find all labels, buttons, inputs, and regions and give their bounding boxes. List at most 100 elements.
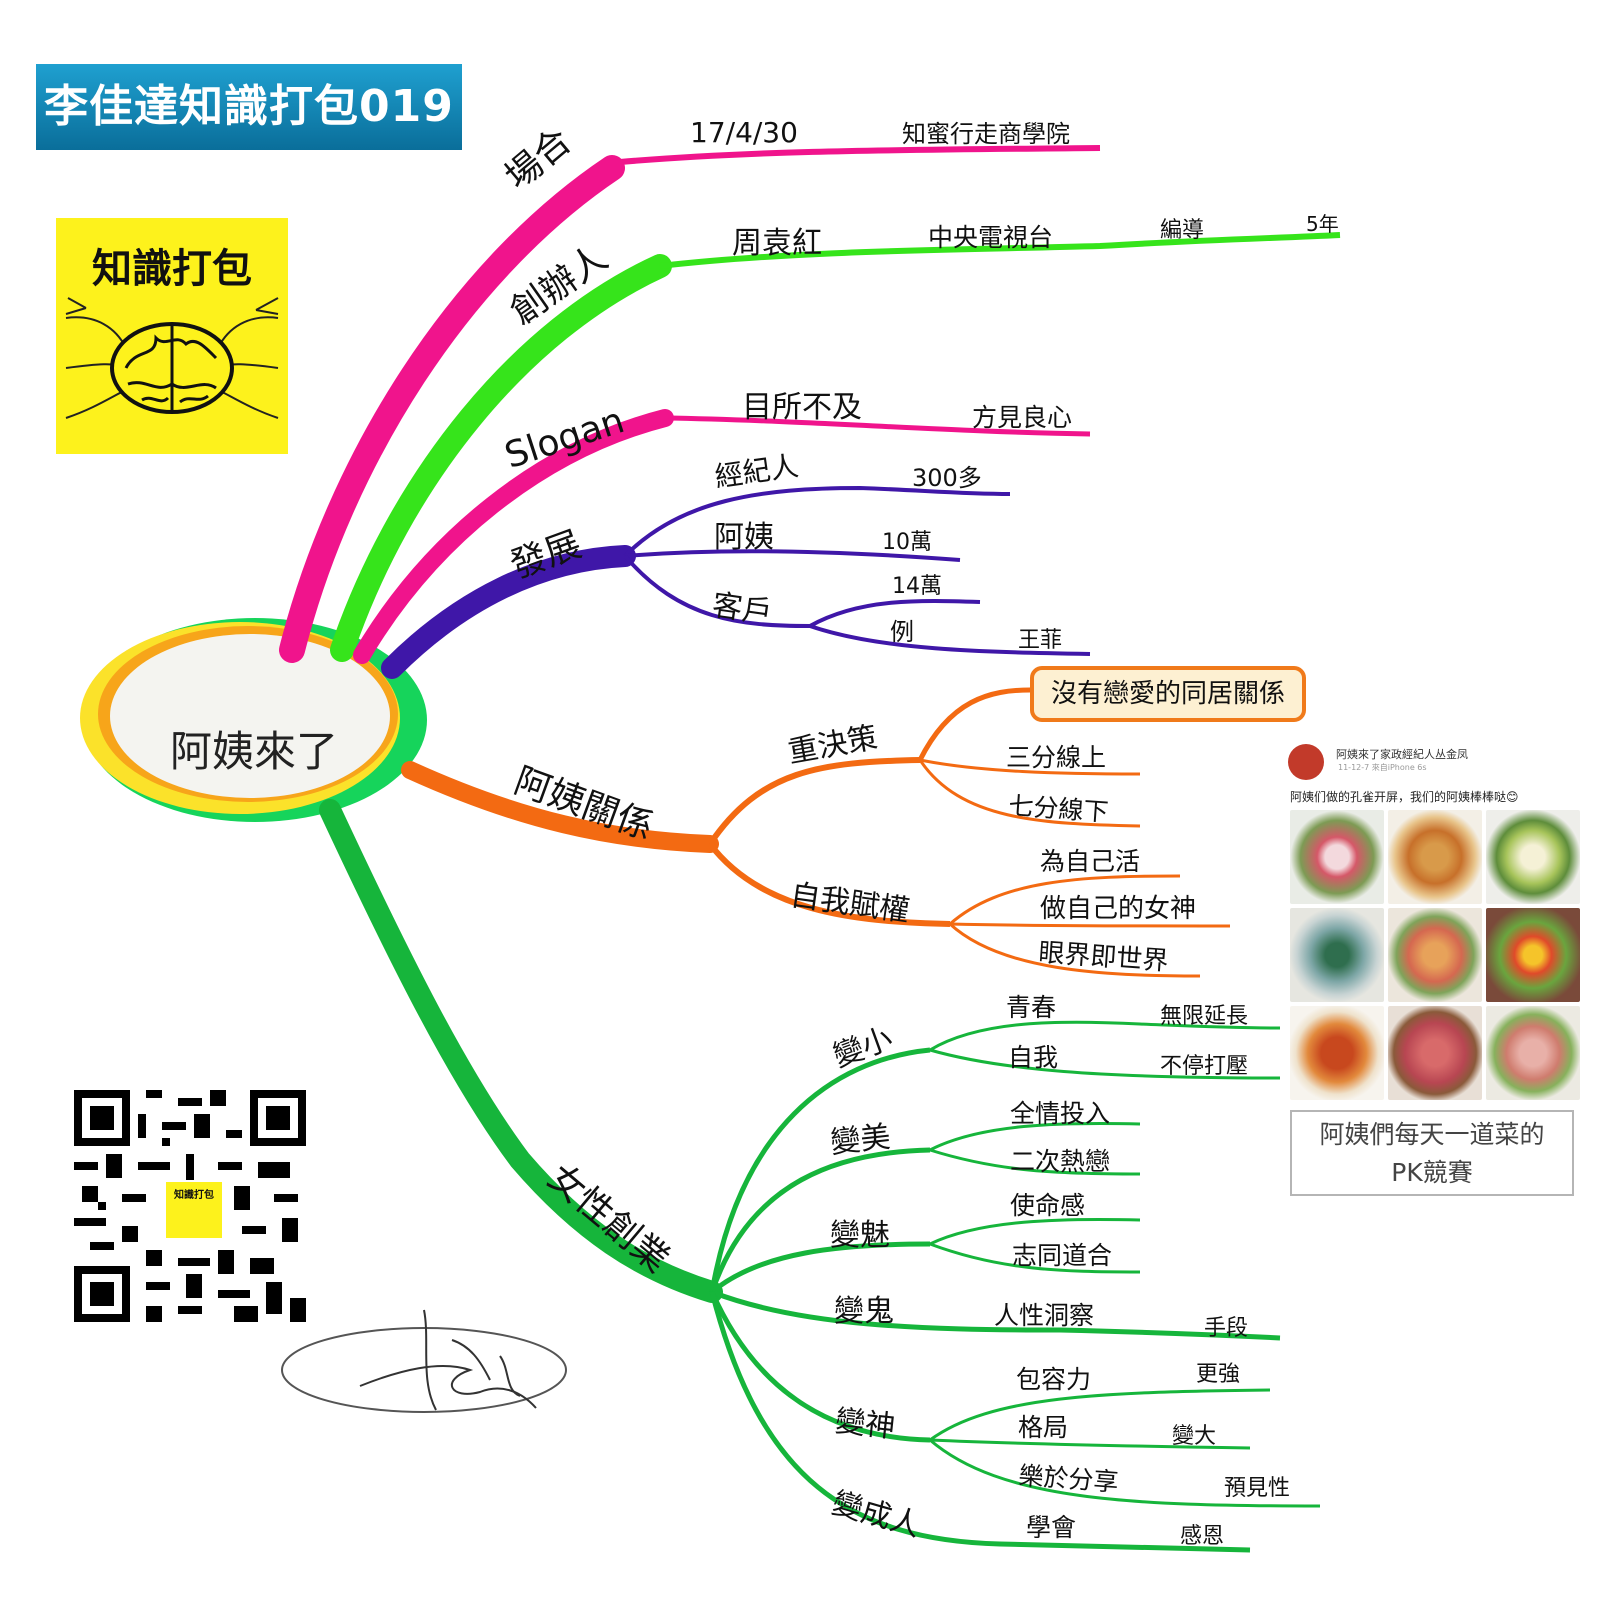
branch-pattern bbox=[929, 1438, 1251, 1450]
gratitude-detail: 感恩 bbox=[1180, 1524, 1225, 1549]
sharing-detail: 預見性 bbox=[1224, 1476, 1291, 1501]
seven-points-label: 七分線下 bbox=[1007, 790, 1110, 827]
branch-adult bbox=[709, 1291, 1251, 1553]
insight-detail: 手段 bbox=[1204, 1316, 1249, 1341]
occasion-date: 17/4/30 bbox=[690, 116, 798, 149]
branch-god bbox=[709, 1290, 931, 1443]
center-node-label: 阿姨來了 bbox=[170, 727, 339, 776]
center-node bbox=[110, 634, 390, 798]
pattern-detail: 變大 bbox=[1172, 1424, 1217, 1449]
branch-empower bbox=[707, 842, 951, 927]
tolerance-detail: 更強 bbox=[1196, 1362, 1241, 1387]
dish-photo bbox=[1290, 810, 1384, 904]
branch-youth bbox=[929, 1020, 1281, 1052]
aunties-value: 10萬 bbox=[882, 530, 932, 555]
branch-tolerance bbox=[929, 1388, 1271, 1442]
dish-photo bbox=[1290, 908, 1384, 1002]
god-label: 變神 bbox=[833, 1403, 897, 1446]
branch-prettier bbox=[709, 1147, 931, 1293]
customers-label: 客戶 bbox=[710, 587, 775, 631]
post-label: 阿姨們每天一道菜的 PK競賽 bbox=[1290, 1110, 1574, 1196]
customers-example-label: 例 bbox=[890, 618, 914, 646]
branch-like-minded bbox=[929, 1242, 1141, 1274]
dish-photo bbox=[1290, 1006, 1384, 1100]
live-self-label: 為自己活 bbox=[1040, 847, 1141, 876]
second-love-label: 二次熱戀 bbox=[1010, 1147, 1111, 1176]
agents-value: 300多 bbox=[912, 464, 982, 492]
logo-text: 知識打包 bbox=[92, 246, 252, 292]
post-avatar bbox=[1288, 744, 1324, 780]
gratitude-label: 學會 bbox=[1026, 1513, 1077, 1542]
branch-founder-trunk bbox=[330, 254, 672, 662]
like-minded-label: 志同道合 bbox=[1012, 1241, 1113, 1270]
highlight-box: 沒有戀愛的同居關係 bbox=[1030, 666, 1306, 722]
branch-slogan-trunk bbox=[353, 409, 674, 664]
branch-self bbox=[929, 1048, 1281, 1080]
branch-occasion-trunk bbox=[279, 155, 625, 663]
self-label: 自我 bbox=[1008, 1043, 1059, 1072]
branch-goddess bbox=[949, 922, 1231, 928]
self-detail: 不停打壓 bbox=[1160, 1054, 1249, 1079]
slogan-part1: 目所不及 bbox=[742, 390, 862, 425]
post-author: 阿姨來了家政經紀人丛金凤 bbox=[1336, 748, 1468, 761]
post-caption: 阿姨们做的孔雀开屏，我们的阿姨棒棒哒😊 bbox=[1290, 790, 1519, 804]
branch-slogan bbox=[664, 415, 1091, 437]
occasion-venue: 知蜜行走商學院 bbox=[902, 120, 1070, 148]
branch-customers bbox=[623, 554, 981, 629]
charm-label: 變魅 bbox=[830, 1218, 890, 1253]
branch-heavy-decision bbox=[707, 757, 921, 846]
aunties-label: 阿姨 bbox=[714, 520, 774, 555]
founder-org: 中央電視台 bbox=[928, 223, 1054, 252]
brain-icon bbox=[65, 297, 279, 419]
branch-second-love bbox=[929, 1148, 1141, 1176]
qr-badge: 知識打包 bbox=[164, 1180, 224, 1240]
qr-badge-text: 知識打包 bbox=[174, 1190, 214, 1201]
slogan-part2: 方見良心 bbox=[972, 403, 1073, 432]
signature-icon bbox=[281, 1309, 567, 1413]
post-label-line2: PK競賽 bbox=[1391, 1158, 1473, 1187]
post-photo-grid bbox=[1290, 810, 1580, 1100]
dish-photo bbox=[1486, 1006, 1580, 1100]
customers-value: 14萬 bbox=[892, 574, 942, 599]
branch-vision bbox=[948, 922, 1201, 978]
post-label-line1: 阿姨們每天一道菜的 bbox=[1319, 1120, 1545, 1149]
ghost-label: 變鬼 bbox=[834, 1294, 894, 1329]
pattern-label: 格局 bbox=[1018, 1413, 1069, 1442]
post-date: 11-12-7 來自iPhone 6s bbox=[1338, 763, 1427, 772]
branch-devotion bbox=[929, 1121, 1141, 1152]
founder-role: 編導 bbox=[1160, 218, 1205, 243]
mission-label: 使命感 bbox=[1010, 1191, 1086, 1220]
dish-photo bbox=[1388, 1006, 1482, 1100]
founder-years: 5年 bbox=[1306, 212, 1339, 236]
dish-photo bbox=[1388, 810, 1482, 904]
branch-charm bbox=[710, 1241, 931, 1294]
page-title: 李佳達知識打包019 bbox=[36, 64, 462, 150]
highlight-text: 沒有戀愛的同居關係 bbox=[1050, 679, 1285, 709]
branch-mission bbox=[929, 1217, 1141, 1246]
dish-photo bbox=[1486, 908, 1580, 1002]
social-post-card: 阿姨來了家政經紀人丛金凤 11-12-7 來自iPhone 6s 阿姨们做的孔雀… bbox=[1282, 738, 1586, 1198]
branch-founder bbox=[659, 232, 1341, 269]
logo: 知識打包 bbox=[56, 218, 288, 454]
branch-seven-points bbox=[918, 759, 1141, 828]
branch-aunties bbox=[624, 549, 961, 562]
branch-female-startup-trunk bbox=[319, 799, 723, 1303]
branch-relationship-trunk bbox=[401, 761, 719, 853]
branch-highlight bbox=[917, 687, 1031, 762]
branch-ghost bbox=[711, 1289, 1281, 1341]
youth-label: 青春 bbox=[1006, 993, 1057, 1022]
founder-name: 周袁紅 bbox=[732, 226, 822, 261]
prettier-label: 變美 bbox=[828, 1119, 893, 1161]
youth-detail: 無限延長 bbox=[1160, 1004, 1249, 1029]
branch-customer-example bbox=[809, 624, 1091, 656]
customers-example: 王菲 bbox=[1018, 628, 1063, 653]
sharing-label: 樂於分享 bbox=[1017, 1460, 1120, 1497]
insight-label: 人性洞察 bbox=[994, 1301, 1095, 1330]
branch-sharing bbox=[929, 1438, 1321, 1508]
branch-younger bbox=[709, 1047, 931, 1293]
branch-live-self bbox=[949, 874, 1181, 926]
branch-agents bbox=[623, 485, 1011, 558]
branch-development-trunk bbox=[381, 545, 636, 679]
goddess-label: 做自己的女神 bbox=[1040, 894, 1197, 924]
